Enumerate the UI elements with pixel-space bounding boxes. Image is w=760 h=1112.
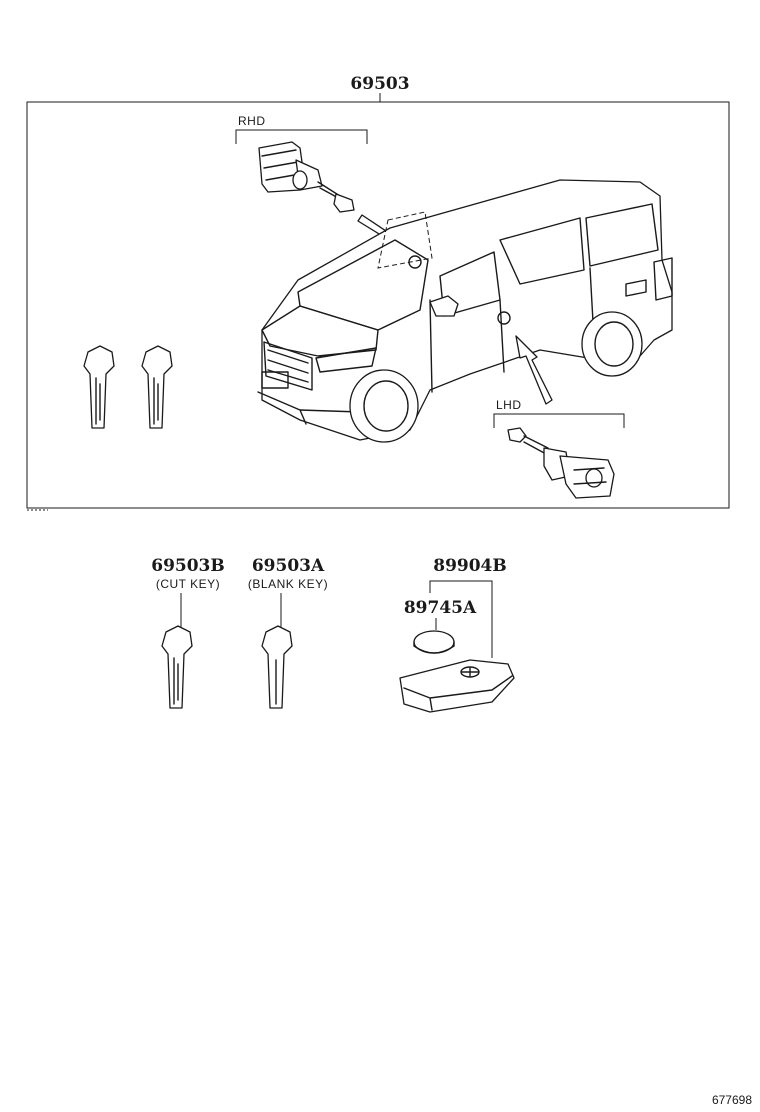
rhd-lock-cylinder[interactable] <box>258 141 355 213</box>
blank-key-icon[interactable] <box>261 625 293 709</box>
lhd-label: LHD <box>496 398 522 412</box>
figure-number: 677698 <box>712 1093 752 1107</box>
key-icon <box>83 345 115 429</box>
vehicle-outline <box>257 179 673 443</box>
rhd-label: RHD <box>238 114 266 128</box>
assembly-frame <box>26 101 730 509</box>
transmitter-part-number[interactable]: 89904B <box>433 556 507 576</box>
lhd-lock-cylinder[interactable] <box>507 427 615 499</box>
cut-key-part-number[interactable]: 69503B <box>151 556 225 576</box>
cut-key-description: (CUT KEY) <box>156 577 220 591</box>
blank-key-description: (BLANK KEY) <box>248 577 328 591</box>
battery-icon[interactable] <box>413 630 455 654</box>
key-fob-icon[interactable] <box>399 659 515 713</box>
assembly-part-number[interactable]: 69503 <box>350 74 409 94</box>
lhd-arrow-icon <box>515 335 553 405</box>
rhd-bracket <box>235 129 368 144</box>
cut-key-icon[interactable] <box>161 625 193 709</box>
transmitter-leader-line <box>429 580 493 658</box>
battery-part-number[interactable]: 89745A <box>404 598 477 618</box>
key-icon <box>141 345 173 429</box>
lhd-bracket <box>493 413 625 428</box>
blank-key-part-number[interactable]: 69503A <box>252 556 325 576</box>
